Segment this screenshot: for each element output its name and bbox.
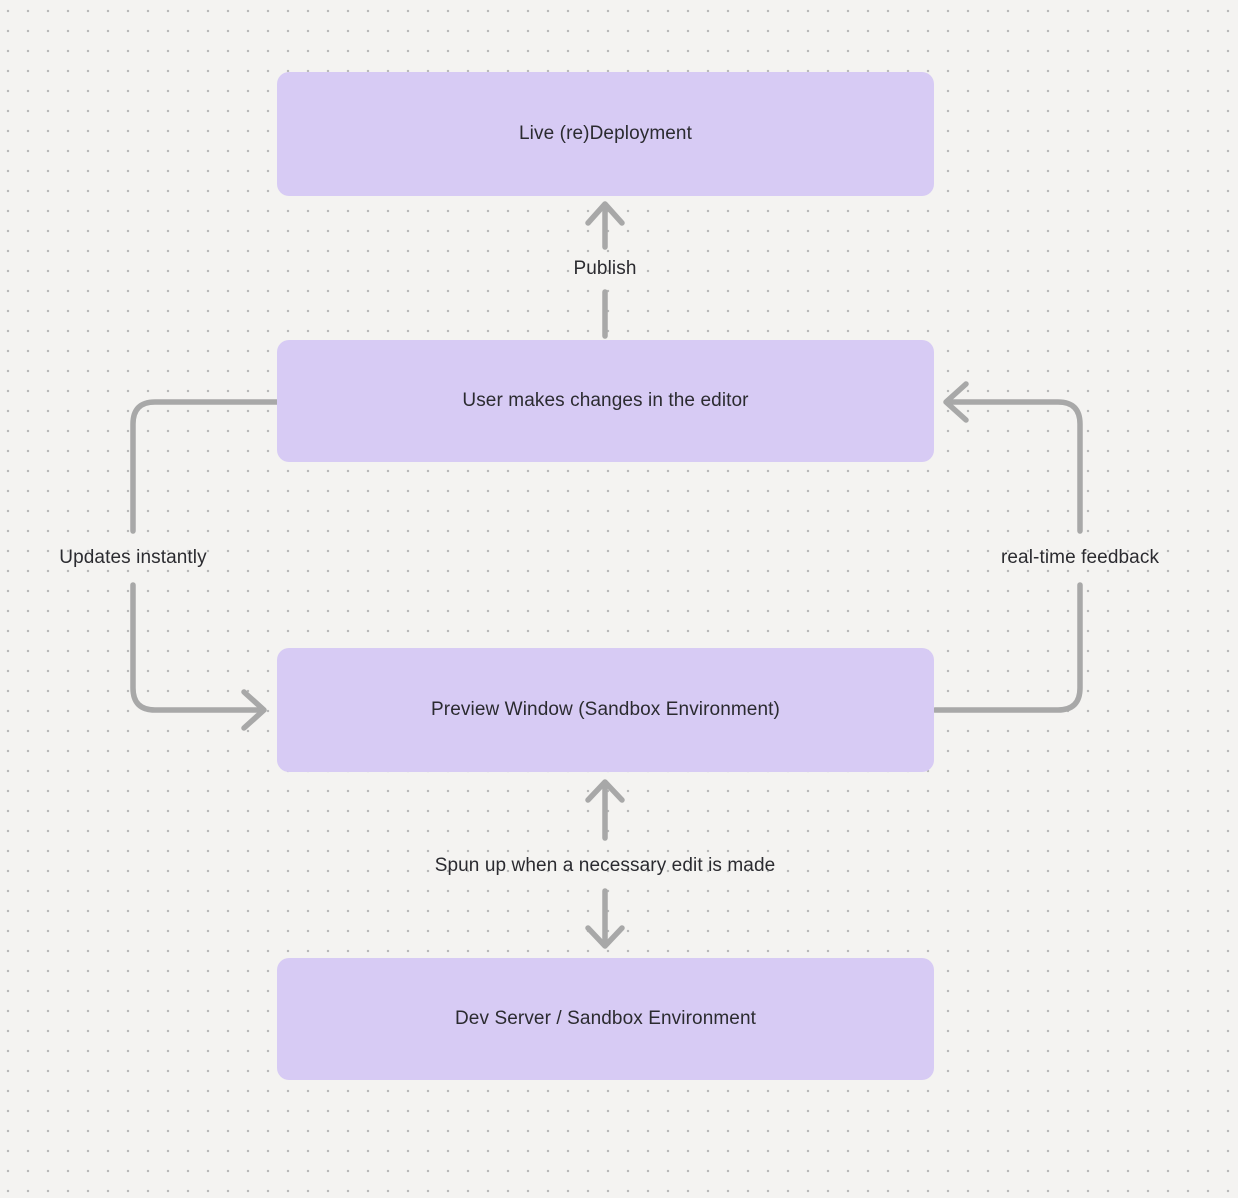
node-live-redeployment[interactable]: Live (re)Deployment xyxy=(277,72,934,196)
node-label: Live (re)Deployment xyxy=(519,123,692,144)
arrowhead-right-icon xyxy=(241,689,267,731)
node-user-editor[interactable]: User makes changes in the editor xyxy=(277,340,934,462)
node-label: Preview Window (Sandbox Environment) xyxy=(431,699,780,720)
edge-label-real-time-feedback: real-time feedback xyxy=(1000,547,1160,568)
arrowhead-down-icon xyxy=(585,925,625,949)
edge-label-updates-instantly: Updates instantly xyxy=(59,547,207,568)
edge-label-publish: Publish xyxy=(573,258,637,279)
edge-label-spun-up: Spun up when a necessary edit is made xyxy=(434,855,776,876)
arrowhead-up-icon xyxy=(585,779,625,803)
arrowhead-left-icon xyxy=(943,381,969,423)
node-dev-server[interactable]: Dev Server / Sandbox Environment xyxy=(277,958,934,1080)
node-label: User makes changes in the editor xyxy=(462,390,749,411)
arrowhead-up-icon xyxy=(585,201,625,226)
node-label: Dev Server / Sandbox Environment xyxy=(454,1008,756,1029)
node-preview-window[interactable]: Preview Window (Sandbox Environment) xyxy=(277,648,934,772)
